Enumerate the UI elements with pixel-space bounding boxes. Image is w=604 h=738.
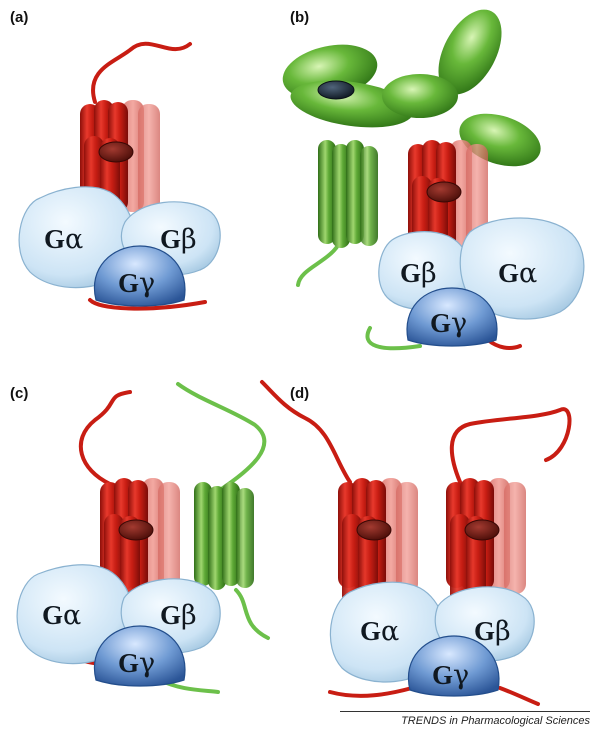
g-beta-label: Gβ [400, 258, 437, 289]
g-gamma-label: Gγ [430, 308, 467, 339]
g-beta-label: Gβ [474, 616, 511, 647]
g-beta-label: Gβ [160, 224, 197, 255]
panel-c: (c) Gα Gβ Gγ [10, 382, 270, 694]
c-terminus-tail [328, 686, 414, 698]
g-alpha-label: Gα [498, 258, 537, 289]
g-beta-label: Gβ [160, 600, 197, 631]
g-alpha-subunit [459, 217, 585, 320]
red-n-terminus-right [449, 407, 572, 484]
panel-label-a: (a) [10, 9, 28, 26]
g-gamma-label: Gγ [118, 268, 155, 299]
panel-label-b: (b) [290, 9, 309, 26]
panel-label-c: (c) [10, 385, 28, 402]
receptor-green [318, 140, 378, 248]
receptor-green [194, 482, 254, 590]
green-intracellular-tail [296, 240, 342, 287]
green-n-terminus [176, 382, 267, 492]
panel-a: (a) Gα Gβ Gγ [10, 9, 221, 311]
red-n-terminus-left [260, 380, 352, 484]
green-c-terminus [365, 326, 422, 351]
green-c-terminus [234, 588, 270, 640]
panel-b: (b) Gβ Gα Gγ [282, 9, 585, 351]
ligand-binding-site [317, 80, 355, 100]
panel-d: (d) Gα Gβ Gγ [260, 380, 572, 706]
g-gamma-label: Gγ [118, 648, 155, 679]
n-terminus-tail [91, 41, 192, 104]
g-gamma-subunit [93, 245, 186, 307]
g-gamma-subunit [406, 287, 498, 347]
credit-divider [340, 711, 590, 712]
g-gamma-label: Gγ [432, 660, 469, 691]
g-alpha-label: Gα [360, 616, 399, 647]
g-gamma-subunit [407, 635, 500, 697]
c-terminus-tail-right [498, 686, 540, 706]
red-n-terminus [78, 390, 132, 486]
g-alpha-label: Gα [44, 224, 83, 255]
journal-credit: TRENDS in Pharmacological Sciences [401, 715, 590, 727]
panel-label-d: (d) [290, 385, 309, 402]
g-alpha-label: Gα [42, 600, 81, 631]
g-gamma-subunit [93, 625, 186, 687]
c-terminus-tail [88, 298, 207, 311]
venus-flytrap-domain [282, 9, 541, 167]
